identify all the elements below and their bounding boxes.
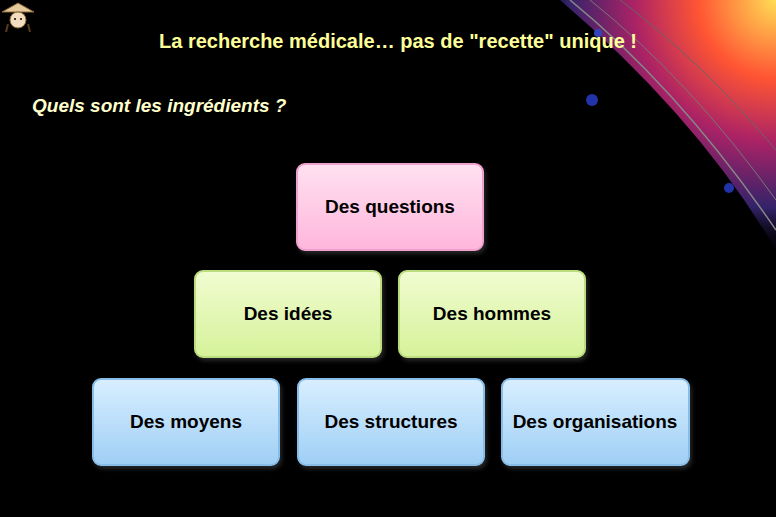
box-label: Des structures: [324, 411, 457, 433]
box-label: Des hommes: [433, 303, 551, 325]
box-label: Des moyens: [130, 411, 242, 433]
subtitle: Quels sont les ingrédients ?: [32, 95, 286, 117]
ingredient-box: Des moyens: [92, 378, 280, 466]
corner-icon: [2, 3, 34, 32]
slide-title: La recherche médicale… pas de "recette" …: [60, 30, 736, 53]
planet-dot: [724, 183, 734, 193]
box-label: Des questions: [325, 196, 455, 218]
ingredient-box: Des questions: [296, 163, 484, 251]
ingredient-box: Des organisations: [501, 378, 690, 466]
box-label: Des organisations: [513, 411, 678, 433]
arc: [620, 0, 776, 150]
ingredient-box: Des hommes: [398, 270, 586, 358]
planet-dot: [586, 94, 598, 106]
ingredient-box: Des idées: [194, 270, 382, 358]
ingredient-box: Des structures: [297, 378, 485, 466]
box-label: Des idées: [244, 303, 333, 325]
